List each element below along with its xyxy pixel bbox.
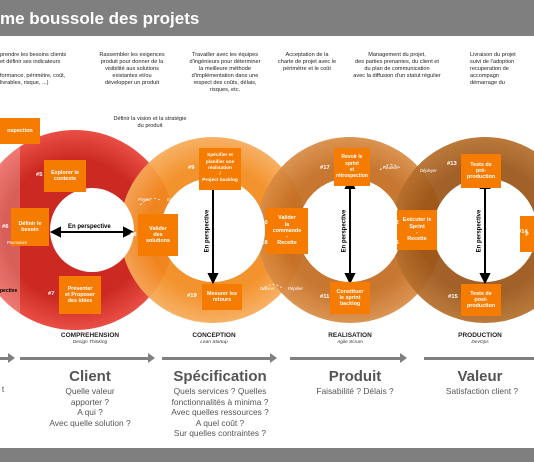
box-definir-besoin: Définir le besoin [11,208,49,246]
box-executer-sprint: Exécuter le Sprint - Recette [397,210,437,250]
perspective-label-production: En perspective [476,209,483,253]
label-delivrer: Délivrer [260,286,275,291]
step-number: #10 [258,220,268,226]
header-bar: me boussole des projets [0,0,534,36]
box-valider-solutions: Valider des solutions [138,214,178,256]
step-number: #7 [48,291,55,297]
perspective-label-realisation: En perspective [341,209,348,253]
phase-label-production: PRODUCTION [458,332,502,339]
phase-label-comprehension: COMPREHENSION [60,332,120,339]
timeline-arrow [0,357,8,360]
bottom-fragment: t [1,384,5,394]
step-number: #9 [188,165,195,171]
box-constituer-sprint: Constituer le sprint backlog [330,282,370,314]
step-number: #6 [2,224,9,230]
phase-label-conception: CONCEPTION [192,332,236,339]
note-conception: Travailler avec les équipes d'ingénieurs… [189,52,261,93]
label-pivoter: Pivoter [138,197,152,202]
label-deployer: Déployer [420,168,437,173]
label-poursuivre: Poursuivre [7,240,28,245]
phase-method-comprehension: Design Thinking [72,340,108,345]
step-number: #19 [187,293,197,299]
box-tests-post-production: Tests de post- production [461,284,501,316]
step-number: #16 [389,240,399,246]
step-number: #14 [518,229,528,235]
box-edge: p [520,216,534,252]
bottom-text-produit: Faisabilité ? Délais ? [316,386,394,396]
note-comprehension: prendre les besoins clients et définir s… [0,52,67,86]
note-acceptation: Acceptation de la charte de projet avec … [277,52,337,72]
label-pective: pective [0,288,18,294]
step-number: #5 [36,172,43,178]
step-number: #8 [130,232,137,238]
phase-method-conception: Lean Startup [200,340,228,345]
label-repeter: Répéter [288,286,303,291]
footer-bar [0,448,534,462]
box-inspection: nspection [0,118,40,144]
box-presenter-idees: Présenter et Proposer des idées [59,276,101,314]
timeline-arrowhead [400,353,407,363]
box-tests-pre-production: Tests de pré- production [461,154,501,188]
timeline-arrowhead [270,353,277,363]
bottom-title-produit: Produit [328,368,382,385]
timeline-arrow [424,357,534,360]
box-explorer-contexte: Explorer le contexte [44,160,86,192]
timeline-arrow [20,357,148,360]
perspective-label-comprehension: En perspective [68,224,111,230]
step-number: #12 [389,220,399,226]
bottom-text-client: Quelle valeur apporter ? A qui ? Avec qu… [49,386,131,428]
step-number: #17 [320,165,330,171]
bottom-text-valeur: Satisfaction client ? [445,386,519,396]
box-valider-commande: Valider la commande - Recette [266,208,308,254]
note-conception-intro: Rassembler les exigences produit pour do… [99,52,165,86]
bottom-title-valeur: Valeur [457,368,503,385]
label-realiser: Réaliser [383,165,399,170]
timeline-arrowhead [148,353,155,363]
phase-label-realisation: REALISATION [328,332,372,339]
perspective-label-conception: En perspective [204,209,211,253]
step-number: #18 [258,240,268,246]
box-mesurer-retours: Mesurer les retours [202,284,242,310]
timeline-arrowhead [8,353,15,363]
note-livraison: Livraison du projet suivi de l'adoption … [470,52,516,86]
timeline-arrow [290,357,400,360]
phase-method-realisation: Agile Scrum [337,340,363,345]
label-engager: Engager [167,197,183,202]
box-specifier: Spécifier et planifier une réalisation /… [199,148,241,190]
step-number: #11 [320,294,330,300]
phase-method-production: DevOps [471,340,489,345]
bottom-title-specification: Spécification [173,368,267,385]
note-vision: Définir la vision et la stratégie du pro… [113,116,187,129]
bottom-text-specification: Quels services ? Quelles fonctionnalités… [171,386,269,438]
inner-disc-production [433,178,534,282]
step-number: #13 [447,161,457,167]
inner-disc-comprehension [50,188,134,272]
bottom-title-client: Client [69,368,111,385]
page-title: me boussole des projets [0,9,200,28]
timeline-arrow [162,357,270,360]
note-management: Management du projet, des parties prenan… [353,52,441,79]
step-number: #15 [448,294,458,300]
box-revoir-sprint: Revoir le sprint et rétrospection [334,148,370,186]
